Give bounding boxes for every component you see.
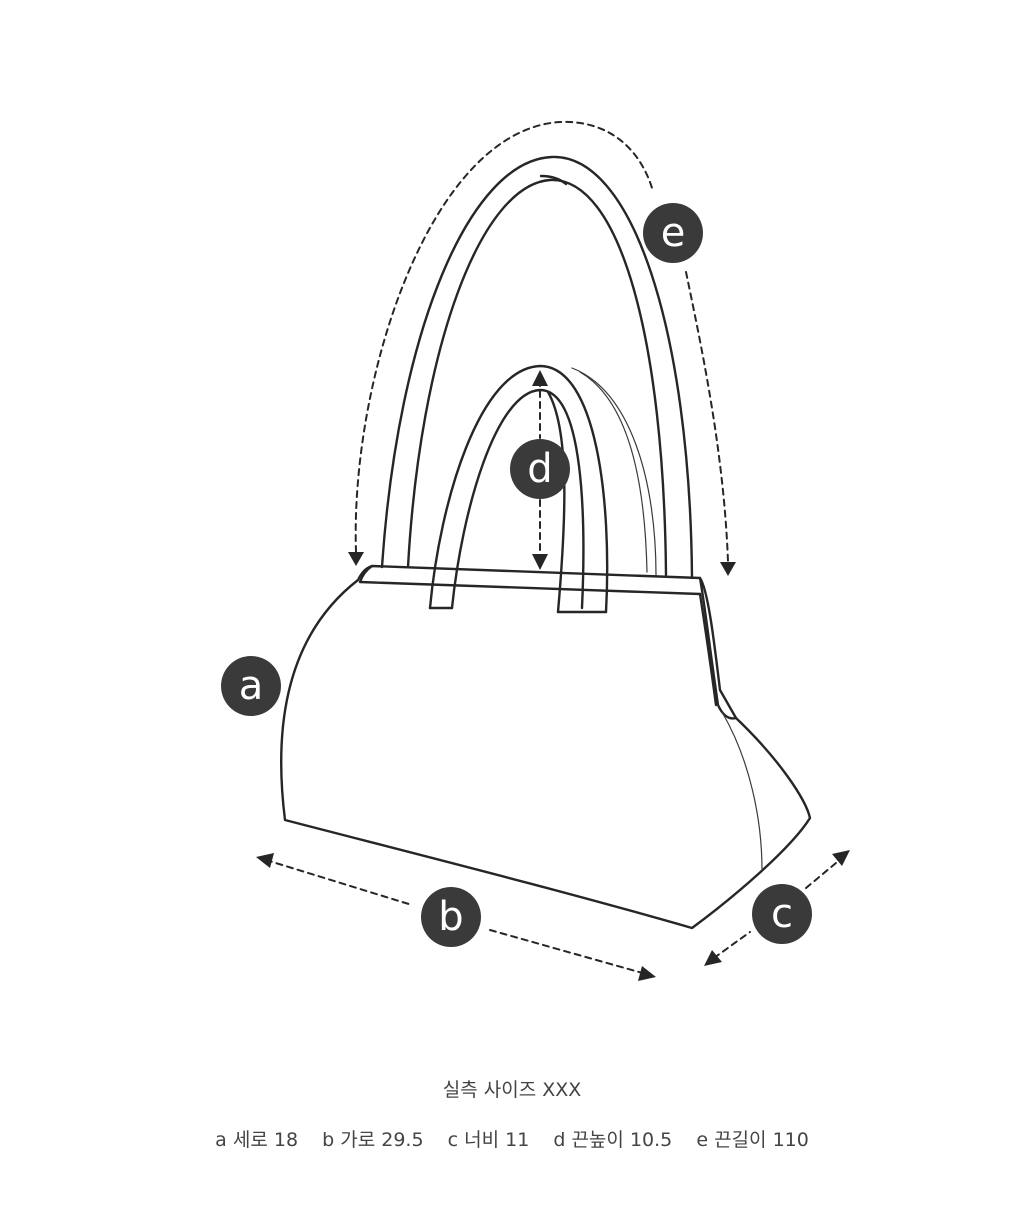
dimension-value: 110	[772, 1129, 809, 1151]
dimension-item-b: b 가로 29.5	[322, 1122, 423, 1158]
dimension-item-e: e 끈길이 110	[696, 1122, 809, 1158]
dimension-list: a 세로 18 b 가로 29.5 c 너비 11 d 끈높이 10.5 e 끈…	[0, 1122, 1024, 1158]
dimension-label: 너비	[464, 1129, 500, 1151]
dimension-d	[532, 370, 548, 570]
dimension-value: 11	[505, 1129, 530, 1151]
marker-c-label: c	[771, 891, 793, 937]
dimension-label: 가로	[340, 1129, 376, 1151]
marker-c: c	[752, 884, 812, 944]
dimension-label: 끈높이	[571, 1129, 624, 1151]
dimension-b	[256, 853, 656, 981]
dimension-value: 10.5	[629, 1129, 673, 1151]
dimension-item-c: c 너비 11	[448, 1122, 530, 1158]
dimension-value: 29.5	[381, 1129, 424, 1151]
shoulder-strap	[380, 155, 694, 580]
marker-d-label: d	[527, 446, 552, 492]
dimension-value: 18	[273, 1129, 299, 1151]
dimension-label: 끈길이	[714, 1129, 767, 1151]
bag-body	[279, 564, 812, 930]
dimension-key: c	[447, 1129, 459, 1151]
marker-a-label: a	[239, 663, 264, 709]
marker-d: d	[510, 439, 570, 499]
dimension-item-a: a 세로 18	[215, 1122, 298, 1158]
marker-b-label: b	[438, 894, 463, 940]
dimension-c	[704, 850, 850, 966]
caption-title: 실측 사이즈 XXX	[442, 1079, 582, 1101]
size-caption: 실측 사이즈 XXX a 세로 18 b 가로 29.5 c 너비 11 d 끈…	[0, 1072, 1024, 1158]
dimension-key: d	[553, 1129, 566, 1151]
dimension-item-d: d 끈높이 10.5	[553, 1122, 672, 1158]
marker-a: a	[221, 656, 281, 716]
marker-e: e	[643, 203, 703, 263]
marker-e-label: e	[661, 210, 686, 256]
bag-size-diagram: a b c d e	[221, 120, 850, 981]
marker-b: b	[421, 887, 481, 947]
dimension-label: 세로	[232, 1129, 268, 1151]
dimension-key: a	[215, 1129, 227, 1151]
dimension-key: b	[322, 1129, 335, 1151]
dimension-key: e	[696, 1129, 709, 1151]
dimension-e	[348, 120, 736, 576]
